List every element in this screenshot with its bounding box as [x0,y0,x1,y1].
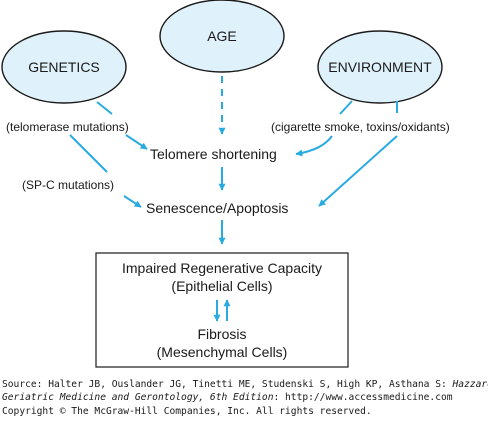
environment-to-senescence-arrow [318,135,398,207]
copyright-notice: Copyright © The McGraw-Hill Companies, I… [2,405,372,417]
arrows [69,76,398,322]
outcome-box: Impaired Regenerative Capacity (Epitheli… [95,252,349,368]
genetics-to-senescence-arrow [123,195,142,208]
environment-telomere-arrow-segment [339,100,353,115]
epithelial-cells-label: (Epithelial Cells) [171,278,272,294]
senescence-apoptosis-label: Senescence/Apoptosis [146,200,288,216]
mesenchymal-cells-label: (Mesenchymal Cells) [157,344,288,360]
source-title-part1: Hazzard's [452,379,488,390]
genetics-to-telomere-arrow [125,134,148,150]
environment-label: ENVIRONMENT [328,59,432,75]
telomere-shortening-label: Telomere shortening [150,146,277,162]
sp-c-mutations-label: (SP-C mutations) [22,178,114,192]
age-label: AGE [207,28,237,44]
genetics-telomere-arrow-segment [96,101,113,115]
environment-factors-label: (cigarette smoke, toxins/oxidants) [271,120,450,134]
genetics-node: GENETICS [1,30,127,104]
telomerase-mutations-label: (telomerase mutations) [6,120,129,134]
genetics-label: GENETICS [28,59,100,75]
environment-to-telomere-arrow [295,135,333,157]
impaired-capacity-label: Impaired Regenerative Capacity [122,260,322,276]
fibrosis-label: Fibrosis [197,326,246,342]
environment-node: ENVIRONMENT [317,30,443,104]
source-prefix: Source: Halter JB, Ouslander JG, Tinetti… [2,379,453,390]
source-citation: Source: Halter JB, Ouslander JG, Tinetti… [2,378,488,391]
genetics-senescence-arrow-segment [69,134,108,173]
age-node: AGE [159,0,285,73]
source-title-part2: Geriatric Medicine and Gerontology, 6th … [2,392,274,404]
source-citation-line2: Geriatric Medicine and Gerontology, 6th … [2,391,488,404]
source-footer: Source: Halter JB, Ouslander JG, Tinetti… [2,378,488,418]
source-url: : http://www.accessmedicine.com [273,392,453,404]
